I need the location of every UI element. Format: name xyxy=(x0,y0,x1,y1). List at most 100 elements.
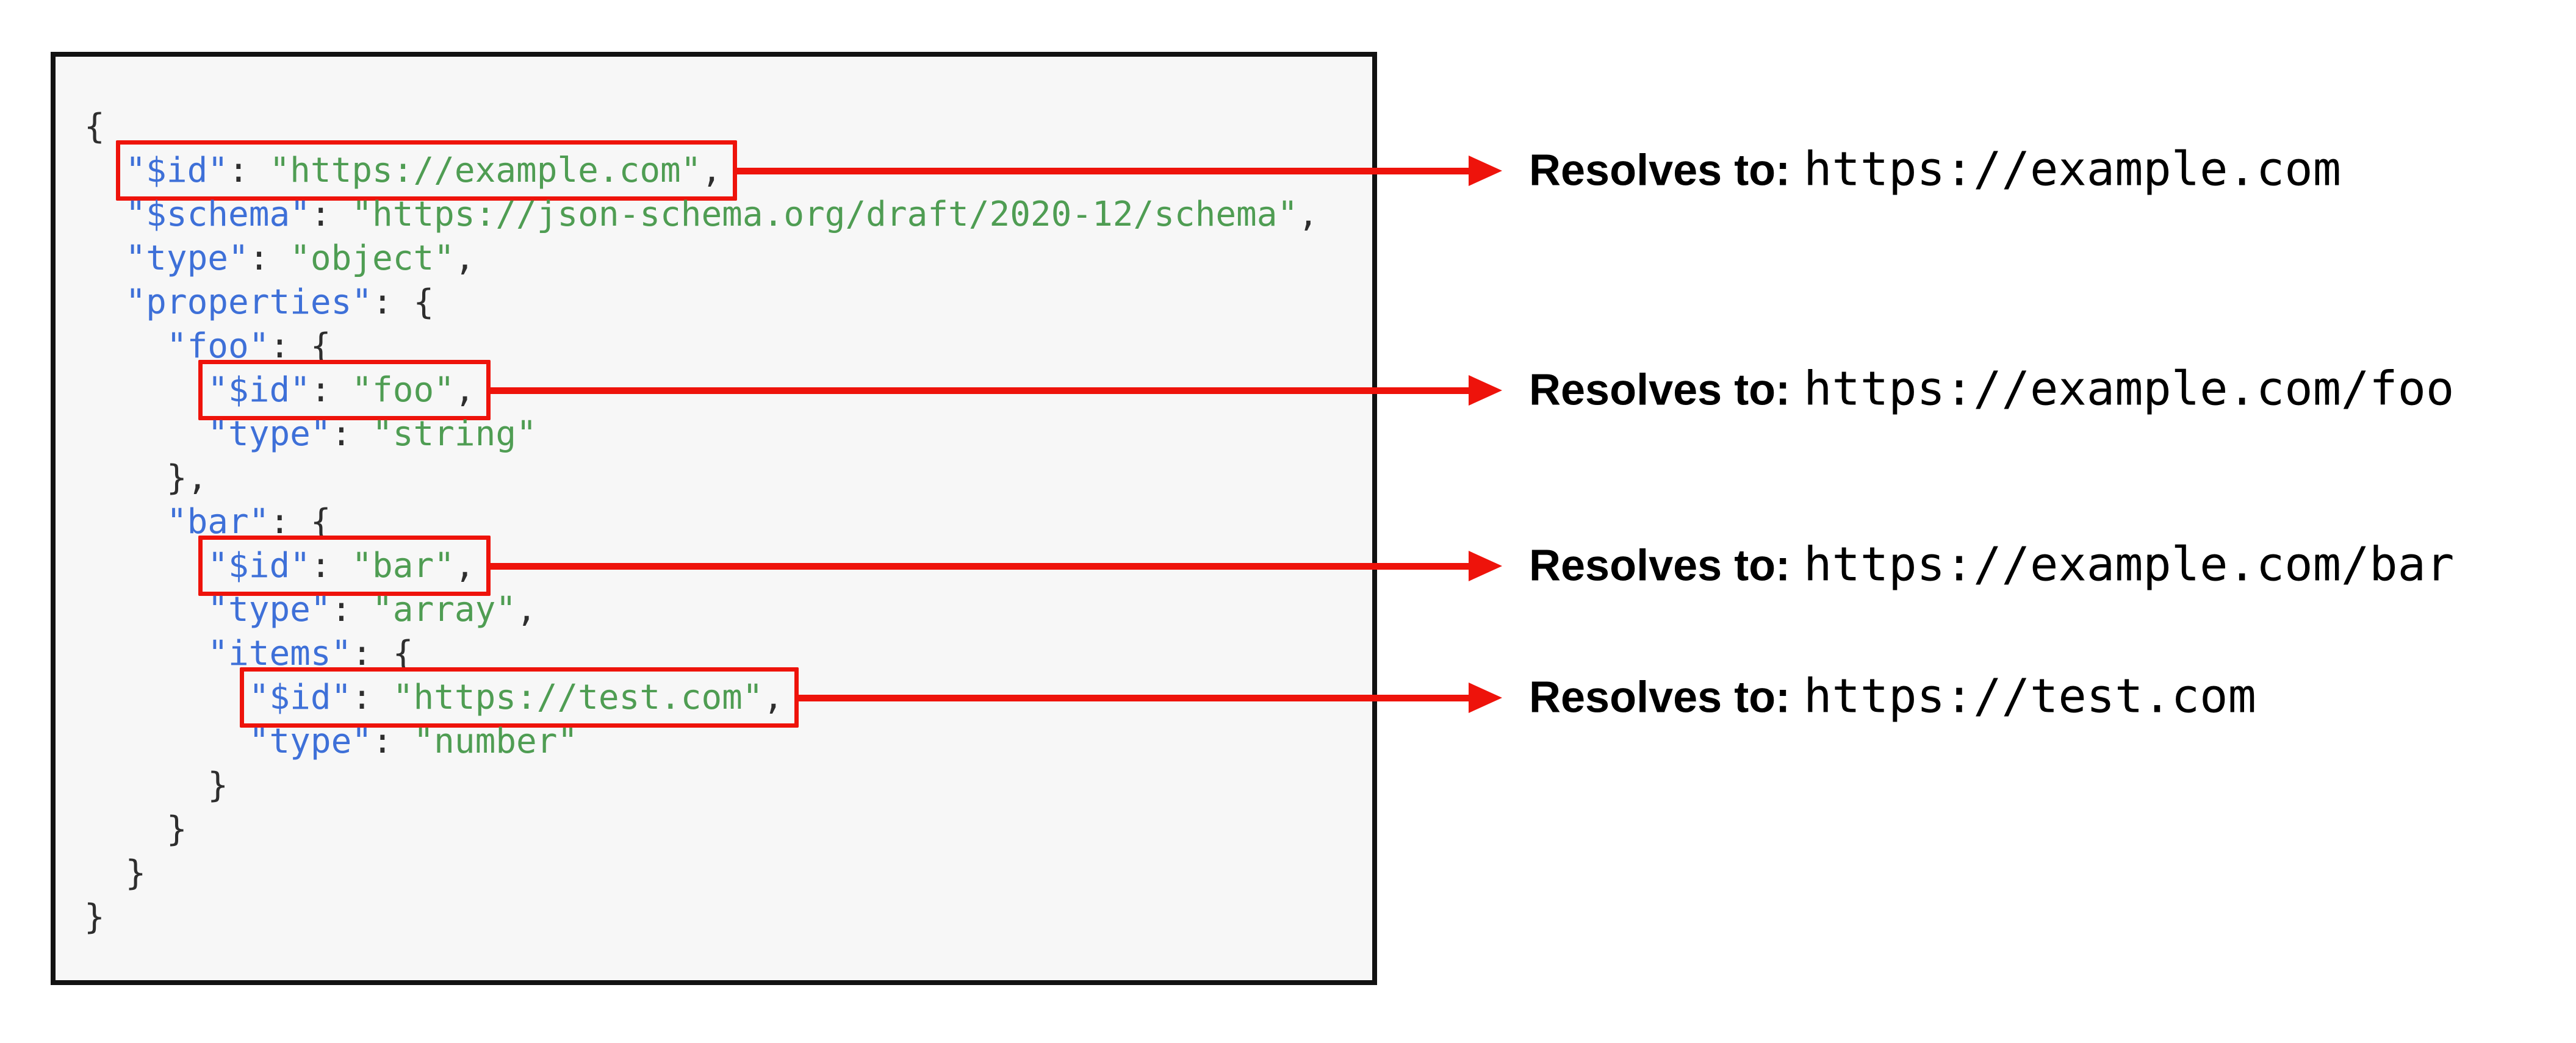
json-string: "foo" xyxy=(351,370,455,410)
arrowhead-icon xyxy=(1469,375,1502,406)
json-string: "https://test.com" xyxy=(392,678,763,717)
json-punctuation: , xyxy=(516,590,537,629)
resolves-annotation-1: Resolves to: https://example.com xyxy=(1529,143,2341,197)
json-punctuation xyxy=(84,634,207,673)
json-punctuation: { xyxy=(84,107,105,146)
json-punctuation: : xyxy=(310,546,352,586)
json-punctuation: : { xyxy=(372,282,434,322)
json-punctuation: , xyxy=(454,370,475,410)
json-punctuation xyxy=(84,722,249,761)
json-key: "bar" xyxy=(166,502,270,542)
code-line: "$id": "bar", xyxy=(84,536,1372,596)
json-punctuation: , xyxy=(1298,195,1319,234)
code-line: "type": "string" xyxy=(84,412,1372,456)
json-punctuation: , xyxy=(763,678,784,717)
json-key: "items" xyxy=(207,634,352,673)
resolved-uri: https://example.com/foo xyxy=(1804,362,2455,417)
code-line: }, xyxy=(84,456,1372,500)
json-punctuation xyxy=(84,326,167,366)
json-key: "$id" xyxy=(207,370,311,410)
resolves-annotation-3: Resolves to: https://example.com/bar xyxy=(1529,538,2454,592)
resolves-annotation-2: Resolves to: https://example.com/foo xyxy=(1529,362,2454,417)
json-punctuation xyxy=(84,458,167,498)
resolved-uri: https://example.com xyxy=(1804,142,2341,197)
json-string: "array" xyxy=(372,590,517,629)
code-line: "foo": { xyxy=(84,324,1372,368)
json-punctuation: : xyxy=(228,151,270,190)
json-punctuation: : xyxy=(310,195,352,234)
json-punctuation xyxy=(84,546,207,586)
arrow-line xyxy=(489,563,1472,570)
json-punctuation xyxy=(84,590,207,629)
code-line: { xyxy=(84,105,1372,149)
json-punctuation xyxy=(84,282,125,322)
json-punctuation: } xyxy=(207,765,229,805)
json-punctuation: , xyxy=(454,238,475,278)
arrow-line xyxy=(736,168,1472,174)
json-punctuation xyxy=(84,809,167,849)
json-punctuation: , xyxy=(701,151,722,190)
code-line: } xyxy=(84,764,1372,808)
json-punctuation: : xyxy=(331,414,373,454)
code-line: "type": "object", xyxy=(84,237,1372,281)
code-line: "items": { xyxy=(84,632,1372,676)
json-punctuation: : xyxy=(331,590,373,629)
json-key: "type" xyxy=(207,414,331,454)
json-punctuation: , xyxy=(454,546,475,586)
code-line: "type": "number" xyxy=(84,720,1372,764)
json-punctuation xyxy=(84,370,207,410)
code-line: "$id": "https://test.com", xyxy=(84,667,1372,728)
json-punctuation: : { xyxy=(269,502,331,542)
code-line: } xyxy=(84,808,1372,851)
json-string: "https://json-schema.org/draft/2020-12/s… xyxy=(351,195,1298,234)
code-line: "properties": { xyxy=(84,281,1372,324)
json-key: "$schema" xyxy=(125,195,311,234)
code-line: "bar": { xyxy=(84,500,1372,544)
json-punctuation xyxy=(84,765,207,805)
json-punctuation: : { xyxy=(269,326,331,366)
json-string: "object" xyxy=(290,238,455,278)
json-key: "$id" xyxy=(207,546,311,586)
arrowhead-icon xyxy=(1469,156,1502,186)
resolves-label: Resolves to: xyxy=(1529,673,1791,722)
code-line: "$id": "https://example.com", xyxy=(84,140,1372,201)
red-highlight-box: "$id": "bar", xyxy=(198,536,491,596)
arrowhead-icon xyxy=(1469,551,1502,581)
json-punctuation: } xyxy=(125,853,146,893)
red-highlight-box: "$id": "foo", xyxy=(198,360,491,420)
json-schema-code: { "$id": "https://example.com", "$schema… xyxy=(56,57,1372,939)
arrowhead-icon xyxy=(1469,683,1502,713)
json-punctuation xyxy=(84,502,167,542)
json-punctuation xyxy=(84,414,207,454)
code-line: } xyxy=(84,851,1372,895)
json-punctuation xyxy=(84,238,125,278)
json-key: "foo" xyxy=(166,326,270,366)
json-punctuation: : { xyxy=(351,634,414,673)
json-punctuation: : xyxy=(310,370,352,410)
json-key: "$id" xyxy=(248,678,352,717)
json-punctuation xyxy=(84,678,249,717)
json-key: "type" xyxy=(207,590,331,629)
json-key: "properties" xyxy=(125,282,373,322)
json-punctuation: } xyxy=(84,897,105,937)
json-key: "type" xyxy=(125,238,249,278)
code-line: } xyxy=(84,895,1372,939)
code-line: "$schema": "https://json-schema.org/draf… xyxy=(84,193,1372,237)
resolves-label: Resolves to: xyxy=(1529,146,1791,195)
json-punctuation: : xyxy=(248,238,290,278)
red-highlight-box: "$id": "https://test.com", xyxy=(239,667,799,728)
json-string: "string" xyxy=(372,414,537,454)
json-string: "number" xyxy=(413,722,578,761)
resolved-uri: https://test.com xyxy=(1804,669,2256,724)
resolves-label: Resolves to: xyxy=(1529,541,1791,590)
resolves-annotation-4: Resolves to: https://test.com xyxy=(1529,670,2256,724)
code-line: "type": "array", xyxy=(84,588,1372,632)
resolved-uri: https://example.com/bar xyxy=(1804,537,2455,592)
json-string: "bar" xyxy=(351,546,455,586)
red-highlight-box: "$id": "https://example.com", xyxy=(116,140,738,201)
json-punctuation: }, xyxy=(166,458,208,498)
json-key: "type" xyxy=(248,722,373,761)
resolves-label: Resolves to: xyxy=(1529,365,1791,415)
arrow-line xyxy=(798,695,1472,701)
